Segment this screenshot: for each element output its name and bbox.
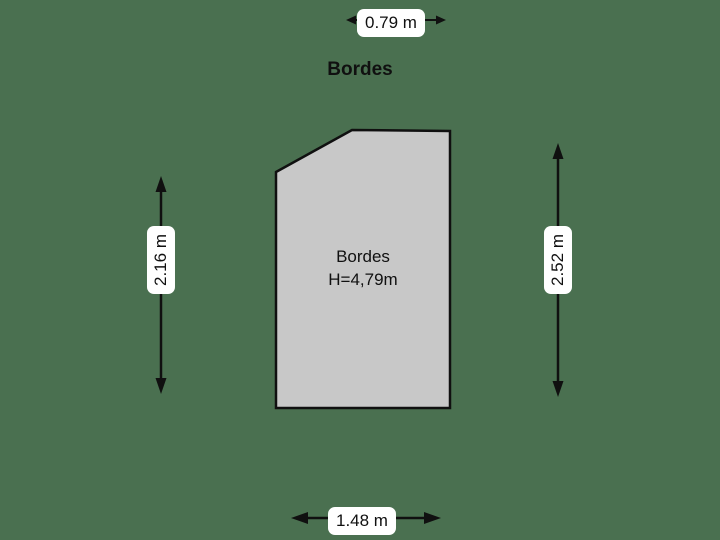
- dimension-label-bottom: 1.48 m: [328, 507, 396, 535]
- arrow-head-left-top: [346, 15, 356, 25]
- room-height: H=4,79m: [328, 270, 398, 289]
- page-title: Bordes: [327, 59, 393, 80]
- arrow-head-top-left: [155, 176, 167, 192]
- room-label: Bordes H=4,79m: [276, 245, 450, 291]
- room-name: Bordes: [336, 247, 390, 266]
- arrow-head-top-right: [552, 143, 564, 159]
- arrow-head-right-top: [436, 15, 446, 25]
- dimension-label-top: 0.79 m: [357, 9, 425, 37]
- arrow-head-right-bottom: [424, 512, 441, 524]
- dimension-label-left: 2.16 m: [146, 226, 175, 294]
- room-polygon[interactable]: [274, 128, 452, 410]
- dimension-label-right: 2.52 m: [543, 226, 572, 294]
- arrow-head-bottom-left: [155, 378, 167, 394]
- arrow-head-left-bottom: [291, 512, 308, 524]
- arrow-head-bottom-right: [552, 381, 564, 397]
